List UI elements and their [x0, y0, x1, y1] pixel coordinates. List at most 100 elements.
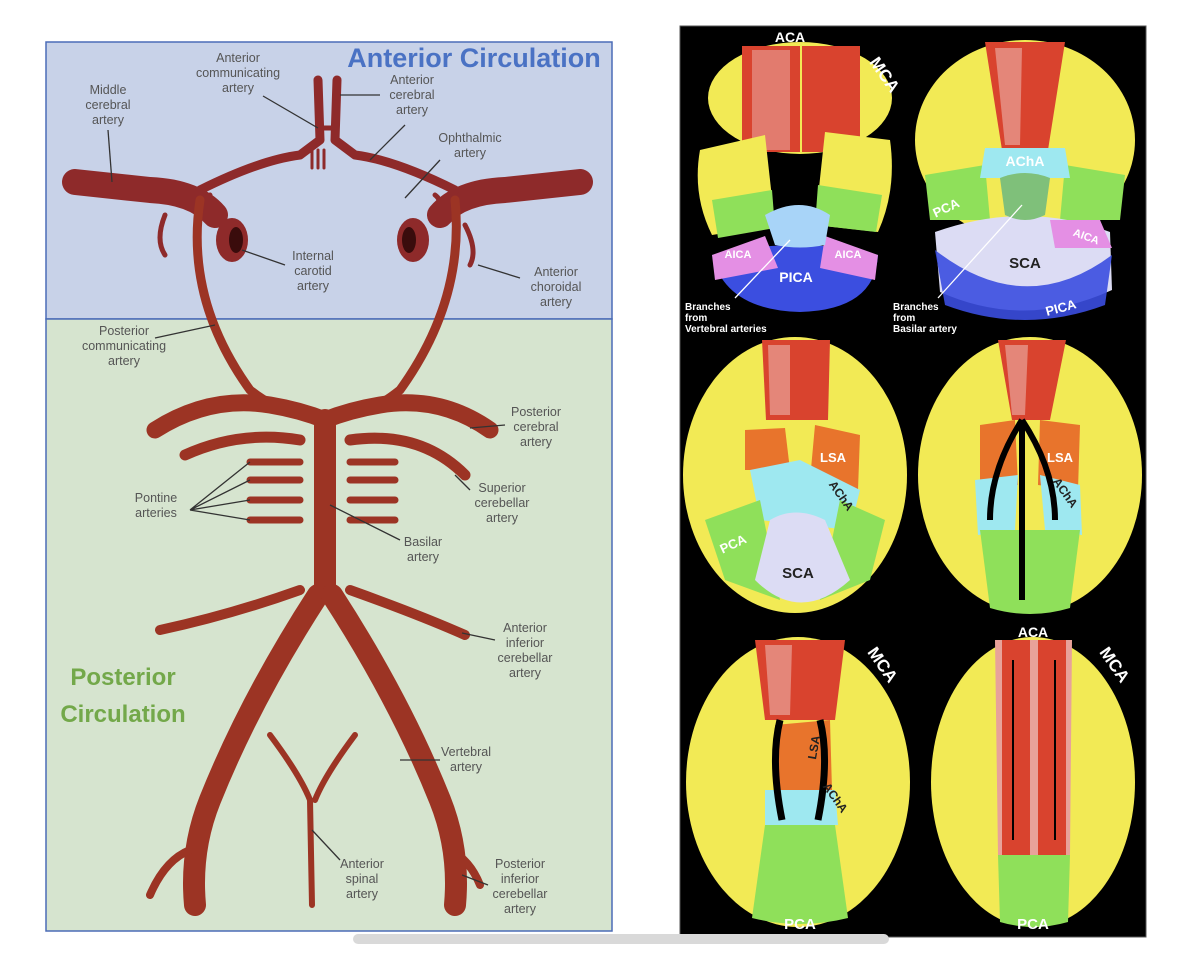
leader-pontine: [189, 461, 251, 521]
ophthalmic-artery-left: [203, 192, 218, 215]
leader-internal-carotid: [241, 249, 286, 266]
slice2-pca-right: [1060, 165, 1125, 220]
pontine-arteries-left: [246, 458, 304, 524]
slice6-aca-left: [1002, 640, 1030, 855]
anterior-inferior-cerebellar-artery-left: [155, 585, 305, 635]
vertebral-artery-right: [321, 584, 467, 916]
anterior-cerebral-artery-right: [330, 75, 460, 195]
anterior-cerebral-artery-left: [195, 75, 325, 195]
superior-cerebellar-artery-left: [179, 431, 306, 461]
leader-posterior-communicating: [154, 324, 216, 339]
slice4-label-lsa: LSA: [1047, 450, 1074, 465]
leader-ophthalmic: [404, 159, 441, 199]
slice1-label-aca: ACA: [775, 29, 805, 45]
communicating-branches: [310, 148, 326, 170]
leader-basilar: [329, 504, 401, 541]
anterior-choroidal-artery-left: [157, 212, 168, 258]
anterior-choroidal-artery-right: [462, 222, 476, 268]
slice1-vertebral-branches: [765, 205, 830, 248]
ophthalmic-artery-right: [427, 192, 442, 215]
slice4-aca-light: [1005, 345, 1028, 415]
slice2-label-acha: AChA: [1006, 153, 1045, 169]
slice1-pca-right: [815, 185, 882, 232]
internal-carotid-lumen-right: [402, 227, 416, 253]
slice6-sulci: [1012, 660, 1056, 840]
slice-basal-ganglia-level: MCA LSA AChA PCA: [686, 637, 910, 933]
leader-anterior-spinal: [311, 829, 341, 861]
circle-of-willis-panel: Anterior Circulation Posterior Circulati…: [45, 41, 613, 932]
middle-cerebral-artery-right: [427, 169, 593, 228]
slice1-label-aica-right: AICA: [835, 249, 862, 261]
slice1-note-leader: [734, 239, 791, 299]
leader-superior-cerebellar: [454, 474, 471, 491]
internal-carotid-lumen-left: [229, 227, 243, 253]
slice3-acha: [750, 460, 860, 530]
slice1-pca-left: [712, 190, 775, 238]
leader-anterior-choroidal: [477, 264, 521, 279]
pontine-arteries-right: [346, 458, 399, 524]
leader-lines: [107, 94, 521, 886]
posterior-cerebral-artery-right: [316, 394, 499, 439]
posterior-cerebral-artery-left: [146, 394, 334, 439]
leader-middle-cerebral: [107, 129, 113, 183]
leader-posterior-cerebral: [469, 424, 506, 429]
slice2-pca-left: [925, 165, 990, 220]
slice4-pca: [980, 530, 1080, 614]
slice6-label-aca: ACA: [1018, 624, 1048, 640]
slice6-pca: [998, 855, 1070, 927]
slice5-label-pca: PCA: [784, 916, 816, 933]
slice5-ventricles: [771, 719, 829, 821]
slice1-aca-light: [752, 50, 790, 150]
slice1-label-pica: PICA: [779, 269, 812, 285]
slice2-label-sca: SCA: [1009, 255, 1041, 272]
superior-cerebellar-artery-right: [344, 432, 471, 481]
slice3-sca: [755, 512, 850, 603]
slice4-brain: [918, 337, 1142, 613]
slice4-acha-left: [975, 475, 1018, 535]
slice3-aca-light: [768, 345, 790, 415]
slice-thalamus-level: LSA AChA: [918, 337, 1142, 614]
slice5-aca-light: [765, 645, 792, 715]
anterior-spinal-artery-left-root: [267, 732, 315, 908]
slice2-acha: [980, 148, 1070, 178]
leader-anterior-communicating: [262, 95, 319, 129]
slice4-ventricles: [987, 418, 1058, 600]
slice-midbrain-level: LSA AChA PCA SCA: [683, 337, 907, 613]
posterior-inferior-cerebellar-artery-left: [146, 846, 194, 899]
slice1-label-aica-left: AICA: [725, 249, 752, 261]
slice1-aica-left: [712, 236, 778, 280]
slice2-pica-ring: [935, 250, 1112, 320]
anterior-inferior-cerebellar-artery-right: [345, 585, 470, 640]
anterior-circulation-title: Anterior Circulation: [347, 43, 601, 73]
slice3-label-lsa: LSA: [820, 450, 847, 465]
slice5-lsa: [775, 720, 832, 795]
leader-anterior-inferior-cerebellar: [461, 632, 496, 641]
slice2-basilar-branches: [1000, 173, 1050, 220]
slice5-pca: [752, 825, 848, 924]
horizontal-scrollbar[interactable]: [353, 934, 889, 944]
leader-posterior-inferior-cerebellar: [461, 874, 489, 886]
slice6-aca-right: [1038, 640, 1066, 855]
